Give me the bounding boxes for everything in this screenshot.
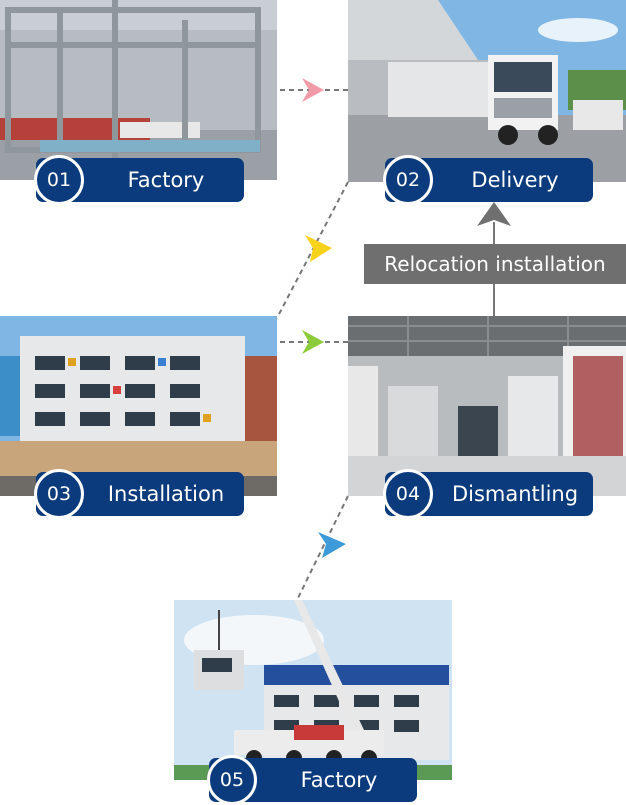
step-title-01: Factory xyxy=(127,168,205,192)
step-number-02: 02 xyxy=(383,155,433,205)
step-label-04: 04 Dismantling xyxy=(383,469,593,519)
step-label-05: 05 Factory xyxy=(207,755,417,805)
photo-factory xyxy=(0,0,277,180)
photo-dismantling xyxy=(348,316,626,496)
arrow-pink-icon xyxy=(302,78,324,102)
step-title-03: Installation xyxy=(107,482,225,506)
connector-02-03 xyxy=(276,181,349,319)
photo-factory-crane xyxy=(174,600,452,780)
connector-04-05 xyxy=(297,495,349,599)
step-number-04: 04 xyxy=(383,469,433,519)
photo-delivery xyxy=(348,0,626,182)
step-number-01: 01 xyxy=(34,155,84,205)
step-number-05: 05 xyxy=(207,755,257,805)
arrow-blue-icon xyxy=(318,532,346,558)
step-title-05: Factory xyxy=(300,768,378,792)
photo-installation xyxy=(0,316,277,496)
step-label-02: 02 Delivery xyxy=(383,155,593,205)
step-label-01: 01 Factory xyxy=(34,155,244,205)
arrow-up-icon xyxy=(477,202,511,226)
step-label-03: 03 Installation xyxy=(34,469,244,519)
step-title-04: Dismantling xyxy=(451,482,579,506)
arrow-yellow-icon xyxy=(305,235,332,262)
arrow-green-icon xyxy=(302,330,324,354)
step-title-02: Delivery xyxy=(471,168,559,192)
step-number-03: 03 xyxy=(34,469,84,519)
relocation-installation-label: Relocation installation xyxy=(364,244,626,284)
